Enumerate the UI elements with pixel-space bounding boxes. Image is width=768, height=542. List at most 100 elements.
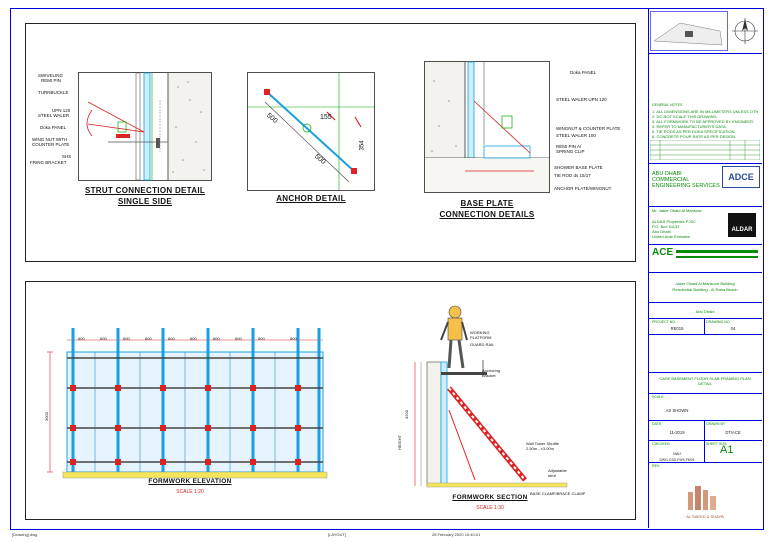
elevation-title: FORMWORK ELEVATION <box>148 478 232 485</box>
val-drawing-no: 04 <box>730 326 736 331</box>
elevation-scale: SCALE 1:20 <box>176 489 204 495</box>
strut-label-shs: SHS <box>62 154 72 159</box>
note-1: 1. ALL DIMENSIONS ARE IN MILLIMETERS UNL… <box>652 110 758 114</box>
section-label-working: WORKING <box>470 330 490 335</box>
strut-label-swiveling: SWIVELING <box>38 73 64 78</box>
location: Abu Dhabi <box>695 310 715 314</box>
contractor-logo: ACE <box>652 247 674 258</box>
footer-file: [Drawing].dwg <box>12 532 38 537</box>
elev-dim-8: 600 <box>258 336 265 341</box>
cap-checked: CHECKED <box>652 442 670 446</box>
elev-dim-3: 600 <box>145 336 152 341</box>
base-label-remi-pin: REMI PIN A/ <box>556 144 582 149</box>
title-block <box>648 8 763 528</box>
base-label-doka: Doka PANEL <box>570 70 597 75</box>
sheet-size: A1 <box>720 444 734 456</box>
val-checked: NWJ <box>673 452 681 456</box>
elev-dim-2: 600 <box>123 336 130 341</box>
val-date: 11-2019 <box>669 430 685 435</box>
val-scale: AS SHOWN <box>665 408 689 413</box>
strut-connection-detail <box>78 72 212 181</box>
cap-sheet-size: SHEET SIZE <box>706 442 727 446</box>
cap-rev: REV. <box>652 464 661 468</box>
strut-label-doka-panel: Doka PANEL <box>40 125 67 130</box>
cap-drawn-by: DRAWN BY <box>706 422 726 426</box>
section-label-height-range: 2.50m - ±3.00m <box>526 446 554 451</box>
section-label-guard-rail: GUARD RAIL <box>470 342 495 347</box>
client-label: Mr. Jaber Obaid Al Mansoori <box>652 209 703 213</box>
strut-label-turnbuckle: TURNBUCKLE <box>38 90 69 95</box>
elev-dim-7: 600 <box>235 336 242 341</box>
base-plate-detail <box>424 61 550 193</box>
base-label-anchor-plate: ANCHOR PLATE/WINGNUT <box>554 186 612 191</box>
elev-dim-1: 600 <box>100 336 107 341</box>
cap-date: DATE <box>652 422 662 426</box>
detail-panel-top <box>25 23 636 262</box>
formwork-elevation <box>47 328 328 479</box>
strut-label-remi-pin: REMI PIN <box>41 78 62 83</box>
strut-label-fring-bracket: FRING BRACKET <box>30 160 67 165</box>
strut-label-steel-waler: STEEL WALER <box>38 113 70 118</box>
project-line-1: Jaber Obaid Al Mansoori Building <box>675 282 735 286</box>
base-label-tie-rod: TIE ROD ds 15/17 <box>554 173 591 178</box>
anchor-dim-2: 155 <box>320 114 332 121</box>
section-label-anchoring: Anchoring <box>482 368 501 373</box>
section-title: FORMWORK SECTION <box>452 494 528 501</box>
base-label-waler-100: STEEL WALER 100 <box>556 133 596 138</box>
anchor-title: ANCHOR DETAIL <box>276 194 346 203</box>
note-6: 6. CONCRETE POUR RATE AS PER DESIGN. <box>652 135 737 139</box>
cap-drawing-no: DRAWING NO. <box>706 320 731 324</box>
val-dwg: DWG-CSD-FWS-FM01 <box>659 458 695 462</box>
owner-line-4: United Arab Emirates <box>652 235 690 239</box>
elev-height-dim: 3000 <box>43 412 49 421</box>
cap-project-no: PROJECT NO. <box>652 320 677 324</box>
project-line-2: Residential Building - Al Raha Beach <box>672 288 738 292</box>
section-label-wall-tower: Wall Tower Shuttle <box>526 441 559 446</box>
base-label-spring-clip: SPRING CLIP <box>556 149 585 154</box>
anchor-dim-4: 354 <box>359 140 366 151</box>
note-3: 3. ALL FORMWORK TO BE APPROVED BY ENGINE… <box>652 120 755 124</box>
company-logo-icon <box>688 486 716 510</box>
section-label-adjustable: Adjustable <box>548 468 567 473</box>
revision-table <box>650 140 760 160</box>
note-4: 4. REFER TO MANUFACTURER'S DATA. <box>652 125 727 129</box>
section-scale: SCALE 1:30 <box>476 505 504 511</box>
base-label-wingnut: WINGNUT & COUNTER PLATE <box>556 126 621 131</box>
section-vdim-1: 3200 <box>403 410 409 419</box>
base-subtitle: CONNECTION DETAILS <box>439 210 535 219</box>
owner-logo: ALDAR <box>731 227 753 233</box>
section-label-strut: strut <box>548 473 556 478</box>
elev-dim-4: 600 <box>168 336 175 341</box>
owner-line-1: ALDAR Properties PJSC <box>652 220 697 224</box>
drawing-frame <box>10 8 764 530</box>
owner-line-3: Abu Dhabi <box>652 230 671 234</box>
elev-dim-6: 600 <box>213 336 220 341</box>
formwork-section <box>414 305 568 488</box>
elev-dim-5: 600 <box>190 336 197 341</box>
owner-line-2: P.O. Box 51133 <box>652 225 680 229</box>
note-2: 2. DO NOT SCALE THIS DRAWING. <box>652 115 718 119</box>
base-label-shower-plate: SHOWER BASE PLATE <box>554 165 603 170</box>
footer-date: 28 February 2020 10:40:01 <box>432 532 481 537</box>
val-drawn-by: DT/ACE <box>725 430 741 435</box>
strut-subtitle: SINGLE SIDE <box>118 197 172 206</box>
section-label-base-clamp: BASE CLAMP/BRACE CLAMP <box>530 491 586 496</box>
elev-dim-0: 600 <box>78 336 85 341</box>
drawing-title: CASE BASEMENT FLOOR SLAB FRAMING PLAN DE… <box>659 376 751 386</box>
base-label-waler-upn: STEEL WALER UPN 120 <box>556 97 607 102</box>
section-vdim-2: HEIGHT <box>397 434 403 451</box>
val-project-no: RE015 <box>670 326 684 331</box>
company-logo-text: AL SAEED & SHAYB <box>686 514 724 519</box>
general-notes-title: GENERAL NOTES <box>652 103 683 107</box>
note-5: 5. TIE RODS AS PER DOKA SPECIFICATION. <box>652 130 736 134</box>
strut-title: STRUT CONNECTION DETAIL <box>84 186 206 195</box>
base-title: BASE PLATE <box>460 199 514 208</box>
section-label-platform: PLATFORM <box>470 335 492 340</box>
consultant-name: ABU DHABI COMMERCIAL ENGINEERING SERVICE… <box>652 171 720 189</box>
strut-label-counter-plate: COUNTER PLATE <box>32 142 70 147</box>
consultant-logo: ADCE <box>728 172 754 182</box>
cap-scale: SCALE <box>652 395 664 399</box>
strut-label-upn: UPN 120 <box>52 108 71 113</box>
key-plan <box>650 11 728 51</box>
